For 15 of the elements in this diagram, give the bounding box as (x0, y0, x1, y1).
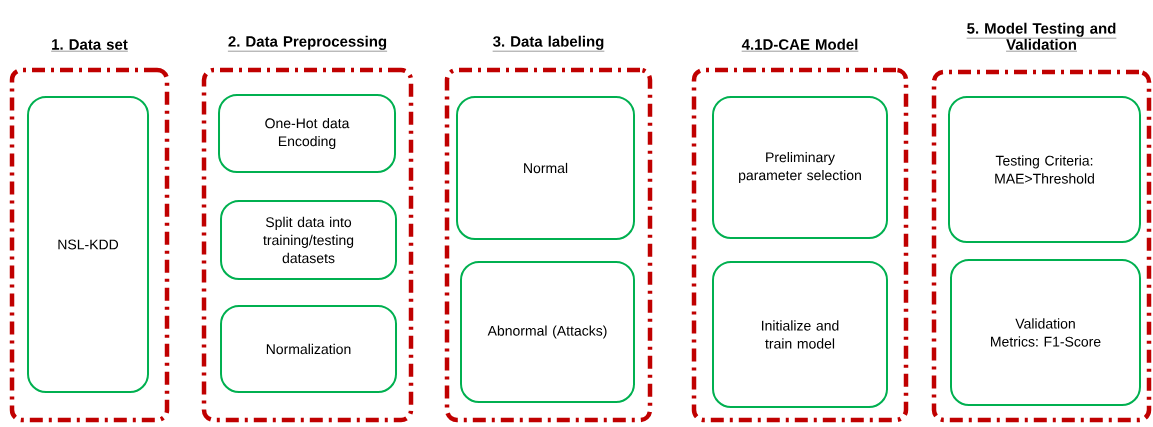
process-box: Abnormal (Attacks) (460, 261, 635, 403)
column-heading: 1. Data set (50, 39, 129, 52)
process-box: Normalization (220, 305, 397, 393)
process-box: Normal (456, 96, 635, 240)
process-box: NSL-KDD (27, 96, 149, 393)
column-heading: 3. Data labeling (492, 35, 605, 52)
column-heading: 5. Model Testing and Validation (966, 22, 1117, 52)
process-box: Preliminary parameter selection (712, 96, 888, 239)
process-box: One-Hot data Encoding (218, 94, 396, 173)
process-box: Validation Metrics: F1-Score (950, 259, 1141, 406)
process-box: Split data into training/testing datasets (220, 200, 397, 280)
column-heading: 4.1D-CAE Model (741, 38, 859, 52)
process-box: Initialize and train model (712, 261, 888, 408)
column-heading: 2. Data Preprocessing (227, 35, 388, 52)
process-box: Testing Criteria: MAE>Threshold (948, 96, 1141, 243)
